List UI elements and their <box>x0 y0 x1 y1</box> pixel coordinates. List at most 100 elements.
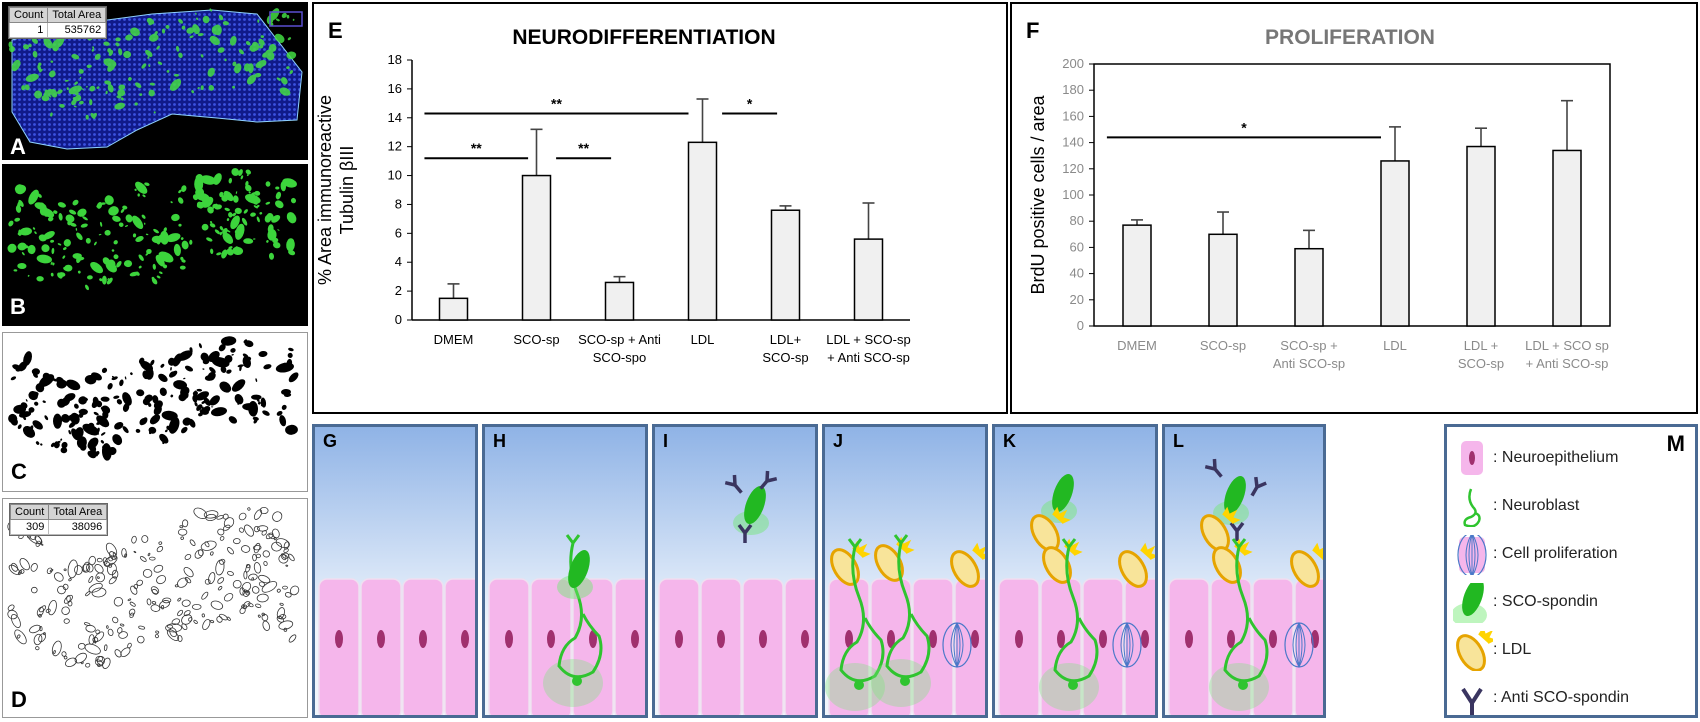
particle-outline <box>201 591 209 600</box>
particle-outline <box>35 646 40 651</box>
thresholded-particle <box>150 359 155 366</box>
fluorescent-cell <box>69 222 77 227</box>
thresholded-particle <box>101 443 112 461</box>
category-label: LDL + SCO-sp <box>826 332 910 347</box>
fluorescent-cell <box>107 62 116 72</box>
particle-outline <box>51 640 62 657</box>
fluorescent-cell <box>72 253 82 259</box>
thresholded-particle <box>203 397 211 406</box>
mitotic-spindle <box>956 622 961 668</box>
particle-outline <box>284 592 292 598</box>
plot-frame <box>1093 63 1611 327</box>
fluorescent-cell <box>108 206 119 216</box>
fluorescent-cell <box>232 61 237 67</box>
fluorescent-cell <box>107 48 112 53</box>
fluorescent-cell <box>117 89 126 97</box>
fluorescent-cell <box>286 14 290 19</box>
sco-spondin <box>744 485 766 525</box>
fluorescent-cell <box>241 217 248 226</box>
particle-outline <box>285 564 289 567</box>
fluorescent-cell <box>197 86 200 90</box>
fluorescent-cell <box>106 277 113 285</box>
particle-outline <box>65 657 77 667</box>
cell-nucleus <box>1269 630 1277 648</box>
fluorescent-cell <box>287 37 292 41</box>
ldl-receptor <box>1140 542 1155 560</box>
thresholded-particle <box>211 356 230 368</box>
bar <box>1380 160 1410 327</box>
fluorescent-cell <box>148 64 151 67</box>
fluorescent-cell <box>289 70 293 74</box>
fluorescent-cell <box>49 70 56 78</box>
fluorescent-cell <box>114 102 126 110</box>
fluorescent-cell <box>76 232 83 241</box>
fluorescent-cell <box>85 238 91 244</box>
fluorescent-cell <box>208 85 215 91</box>
legend-label: : SCO-spondin <box>1493 593 1598 610</box>
particle-outline <box>38 633 46 643</box>
fluorescent-cell <box>246 174 249 177</box>
fluorescent-cell <box>286 51 297 60</box>
particle-outline <box>177 577 188 588</box>
ldl-particle <box>1290 550 1320 588</box>
particle-outline <box>30 563 38 572</box>
fluorescent-cell <box>260 35 265 39</box>
panel-label-f: F <box>1026 18 1039 43</box>
fluorescent-cell <box>96 86 100 89</box>
thresholded-particle <box>260 402 266 407</box>
thresholded-particle <box>188 349 193 355</box>
thresholded-particle <box>164 429 168 433</box>
particle-outline <box>169 627 178 638</box>
thresholded-particle <box>281 404 287 410</box>
fluorescent-cell <box>153 228 159 234</box>
category-label: SCO-sp <box>513 332 559 347</box>
fluorescent-cell <box>234 229 238 234</box>
fluorescent-cell <box>123 260 133 268</box>
thresholded-particle <box>255 378 258 382</box>
table-header: Total Area <box>48 504 108 520</box>
fluorescent-cell <box>154 31 158 36</box>
fluorescent-cell <box>251 199 258 205</box>
category-label: + Anti SCO-sp <box>1526 356 1609 371</box>
particle-outline <box>279 602 284 606</box>
particle-outline <box>210 600 224 610</box>
fluorescent-cell <box>267 224 274 234</box>
fluorescent-cell <box>89 85 96 92</box>
ldl-particle <box>1456 634 1486 671</box>
fluorescent-cell <box>206 237 213 242</box>
cell-nucleus <box>461 630 469 648</box>
y-tick-label: 10 <box>388 168 402 183</box>
green-channel-image <box>7 168 297 291</box>
particle-outline <box>191 604 202 610</box>
sco-spondin <box>568 549 590 589</box>
thresholded-particle <box>107 383 113 390</box>
fluorescent-cell <box>173 73 180 77</box>
schematic-illustration <box>1168 458 1323 715</box>
particle-outline-image <box>7 506 300 669</box>
panel-label-a: A <box>10 134 26 159</box>
thresholded-particle <box>53 441 60 449</box>
fluorescent-cell <box>270 216 274 220</box>
particle-outline <box>130 585 138 595</box>
thresholded-particle <box>112 434 123 446</box>
thresholded-particle <box>166 425 171 431</box>
fluorescent-cell <box>113 254 119 260</box>
particle-outline <box>95 629 101 635</box>
particle-outline <box>151 601 157 605</box>
thresholded-particle <box>50 442 55 448</box>
fluorescent-cell <box>181 240 189 250</box>
particle-outline <box>39 626 43 632</box>
thresholded-particle <box>100 440 105 444</box>
thresholded-particle <box>218 344 226 352</box>
particle-outline <box>33 633 43 646</box>
particle-outline <box>226 616 231 621</box>
fluorescent-cell <box>228 177 233 184</box>
fluorescent-cell <box>50 239 55 243</box>
particle-outline <box>257 525 269 532</box>
fluorescent-cell <box>181 185 187 192</box>
fluorescent-cell <box>232 85 236 89</box>
thresholded-particle <box>76 436 87 449</box>
thresholded-particle <box>263 364 272 370</box>
fluorescent-cell <box>120 208 125 213</box>
